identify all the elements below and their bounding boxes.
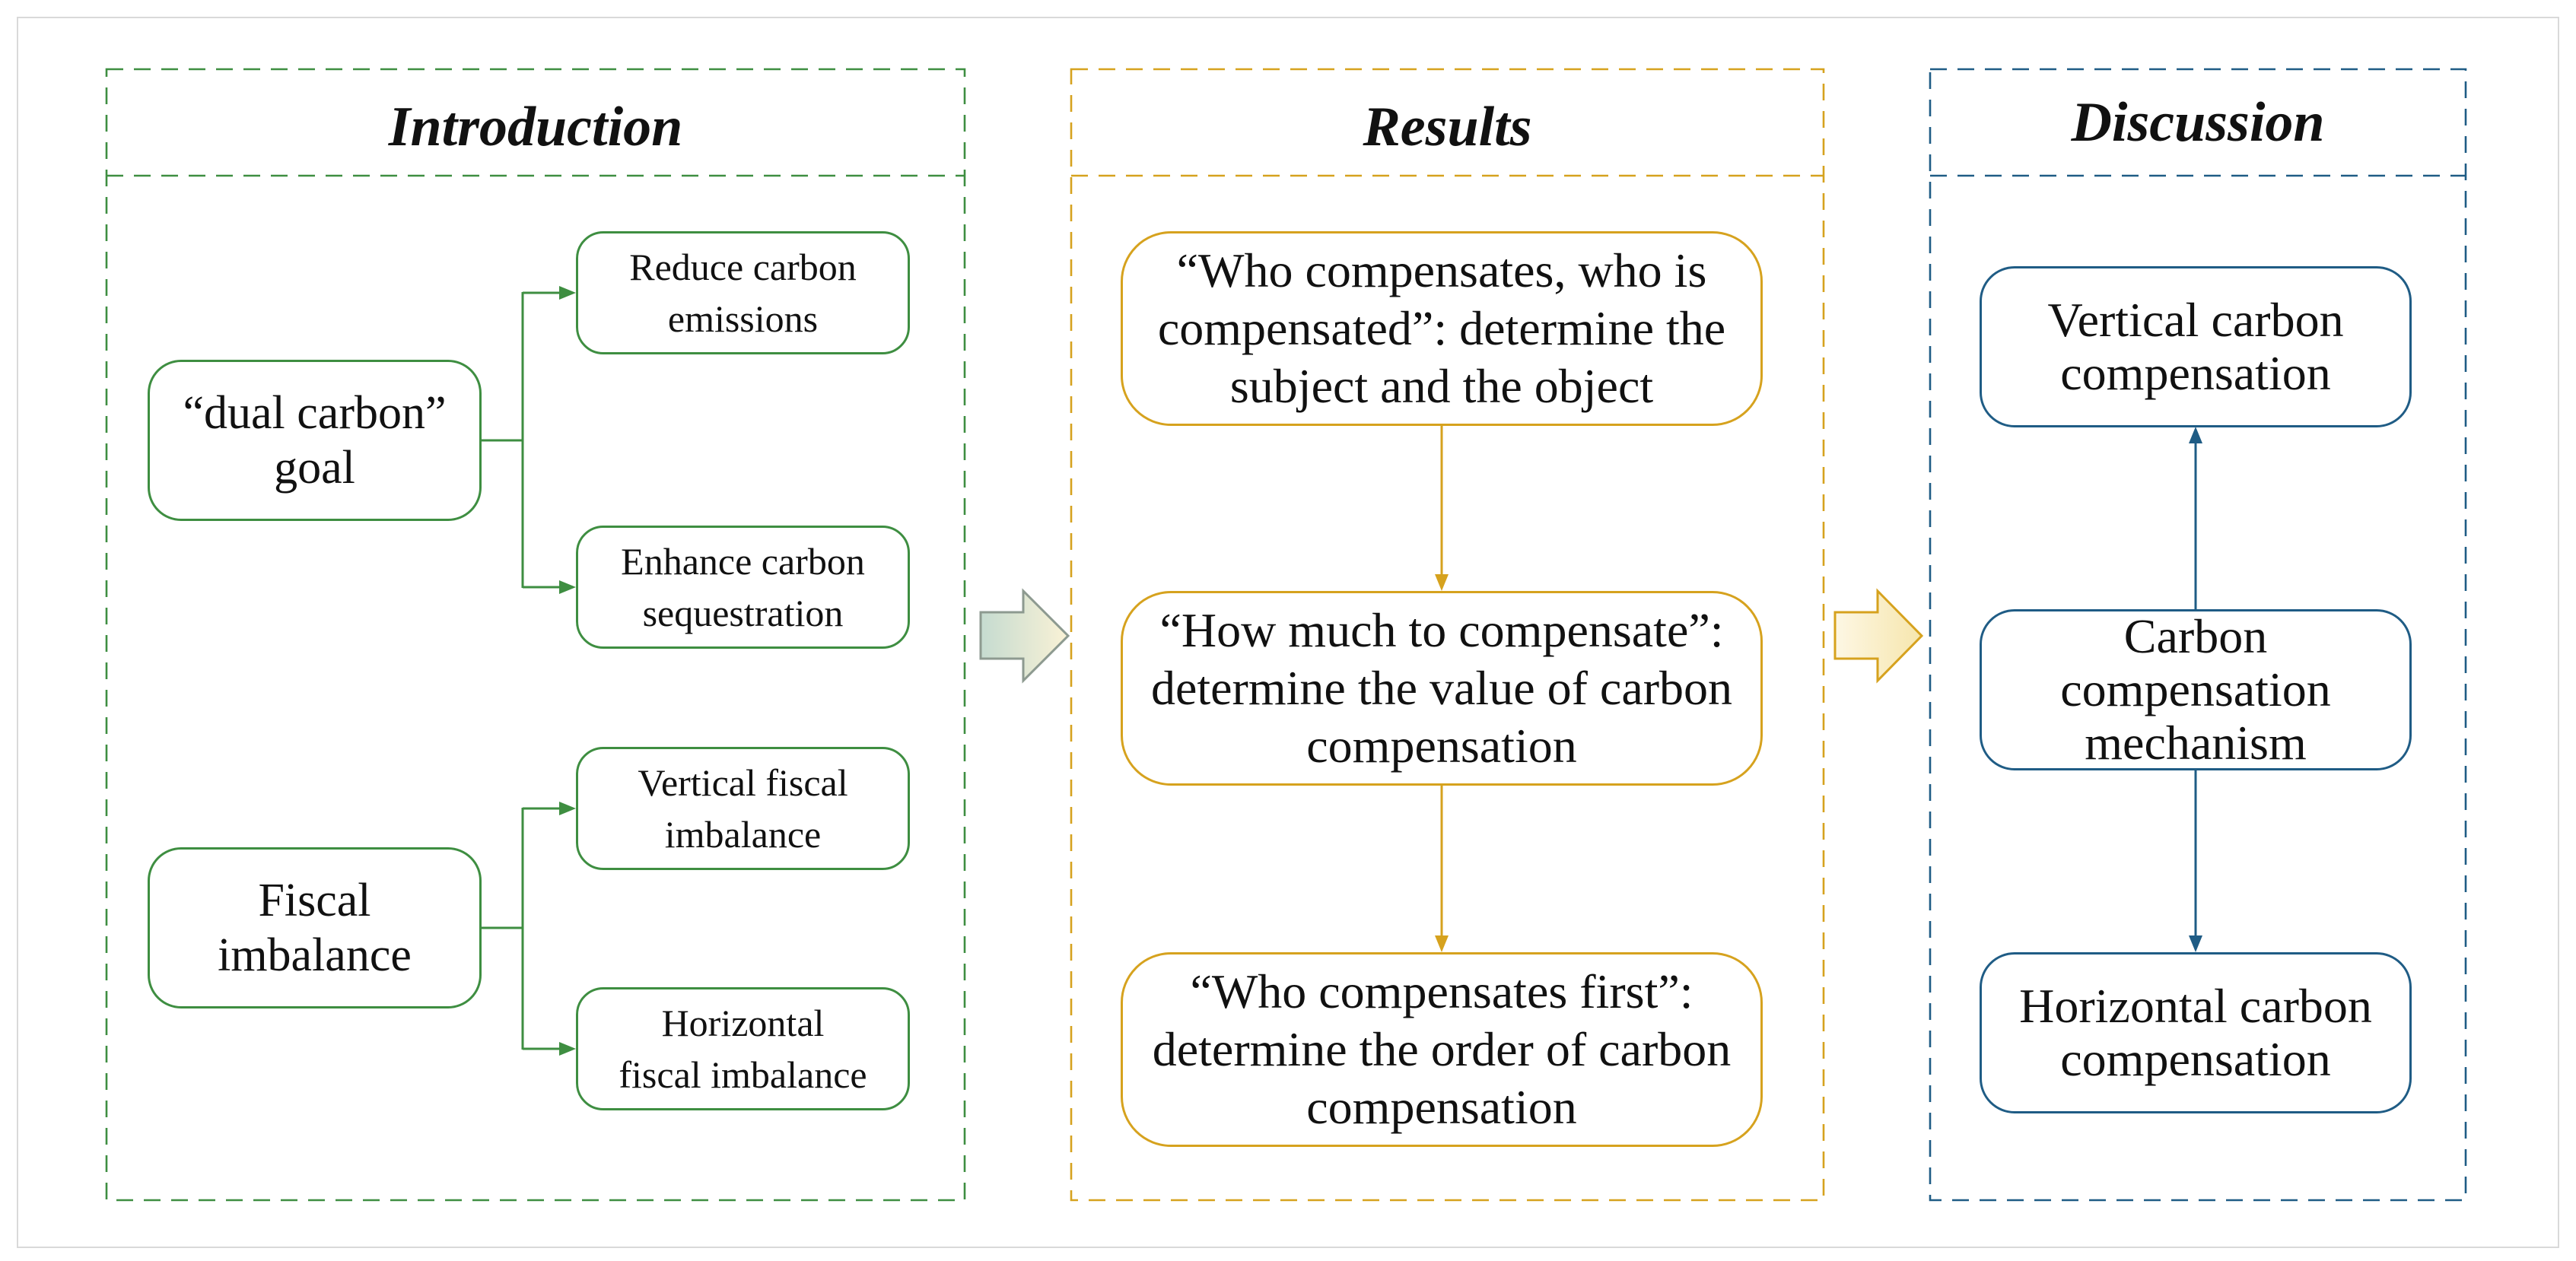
arrowhead-icon bbox=[559, 802, 576, 815]
results-title: Results bbox=[1363, 96, 1532, 158]
node-label-line: compensation bbox=[1306, 719, 1577, 773]
enhance-carbon-sequestration-node: Enhance carbon sequestration bbox=[576, 526, 910, 649]
node-label-line: determine the order of carbon bbox=[1152, 1022, 1732, 1076]
arrowhead-icon bbox=[559, 1042, 576, 1056]
connector-results-2-to-3 bbox=[1435, 786, 1449, 952]
node-label-line: compensation bbox=[2060, 346, 2331, 400]
node-label-line: Vertical fiscal bbox=[638, 761, 848, 804]
results-to-discussion-arrow-icon bbox=[1833, 588, 1924, 684]
node-label-line: Carbon bbox=[2123, 609, 2268, 663]
discussion-panel-border bbox=[1929, 68, 2467, 1202]
node-label-line: “Who compensates, who is bbox=[1176, 243, 1707, 297]
how-much-to-compensate-node: “How much to compensate”: determine the … bbox=[1121, 591, 1763, 786]
node-label-line: emissions bbox=[667, 297, 819, 340]
node-label-line: imbalance bbox=[664, 813, 822, 856]
arrowhead-icon bbox=[559, 286, 576, 300]
discussion-title: Discussion bbox=[2071, 91, 2325, 154]
vertical-carbon-compensation-node: Vertical carbon compensation bbox=[1980, 266, 2412, 427]
node-label-line: Fiscal bbox=[258, 875, 371, 926]
node-label-line: determine the value of carbon bbox=[1150, 661, 1733, 715]
introduction-title: Introduction bbox=[388, 96, 683, 158]
who-compensates-first-node: “Who compensates first”: determine the o… bbox=[1121, 952, 1763, 1147]
connector-mechanism-to-horizontal bbox=[2189, 770, 2202, 952]
arrowhead-icon bbox=[1435, 935, 1449, 952]
node-label-line: compensation bbox=[1306, 1080, 1577, 1134]
node-label-line: sequestration bbox=[642, 592, 844, 634]
node-label-line: mechanism bbox=[2085, 716, 2307, 770]
connector-dual-carbon-goal bbox=[482, 286, 576, 594]
carbon-compensation-mechanism-node: Carbon compensation mechanism bbox=[1980, 609, 2412, 770]
node-label-line: fiscal imbalance bbox=[619, 1053, 867, 1096]
horizontal-fiscal-imbalance-node: Horizontal fiscal imbalance bbox=[576, 987, 910, 1110]
node-label-line: Enhance carbon bbox=[621, 540, 865, 583]
who-compensates-node: “Who compensates, who is compensated”: d… bbox=[1121, 231, 1763, 426]
node-label-line: Horizontal bbox=[661, 1002, 825, 1044]
node-label-line: Vertical carbon bbox=[2047, 293, 2344, 347]
node-label-line: “dual carbon” bbox=[183, 387, 447, 439]
node-label-line: goal bbox=[274, 442, 355, 494]
arrowhead-icon bbox=[2189, 427, 2202, 443]
horizontal-carbon-compensation-node: Horizontal carbon compensation bbox=[1980, 952, 2412, 1113]
vertical-fiscal-imbalance-node: Vertical fiscal imbalance bbox=[576, 747, 910, 870]
node-label-line: compensation bbox=[2060, 662, 2331, 716]
intro-to-results-arrow-icon bbox=[979, 588, 1070, 684]
node-label-line: “How much to compensate”: bbox=[1159, 603, 1724, 657]
arrowhead-icon bbox=[1435, 574, 1449, 591]
connector-fiscal-imbalance bbox=[482, 802, 576, 1056]
node-label-line: Reduce carbon bbox=[629, 246, 857, 288]
reduce-carbon-emissions-node: Reduce carbon emissions bbox=[576, 231, 910, 354]
connector-results-1-to-2 bbox=[1435, 426, 1449, 591]
node-label-line: “Who compensates first”: bbox=[1190, 964, 1693, 1018]
dual-carbon-goal-node: “dual carbon” goal bbox=[148, 360, 482, 521]
introduction-panel-border bbox=[105, 68, 966, 1202]
node-label-line: imbalance bbox=[218, 929, 412, 981]
node-label-line: subject and the object bbox=[1229, 359, 1654, 413]
node-label-line: compensated”: determine the bbox=[1157, 301, 1726, 355]
node-label-line: compensation bbox=[2060, 1032, 2331, 1086]
node-label-line: Horizontal carbon bbox=[2019, 979, 2372, 1033]
results-panel-border bbox=[1070, 68, 1825, 1202]
connector-mechanism-to-vertical bbox=[2189, 427, 2202, 609]
arrowhead-icon bbox=[559, 580, 576, 594]
outer-frame bbox=[17, 17, 2559, 1248]
arrowhead-icon bbox=[2189, 935, 2202, 952]
fiscal-imbalance-node: Fiscal imbalance bbox=[148, 847, 482, 1008]
